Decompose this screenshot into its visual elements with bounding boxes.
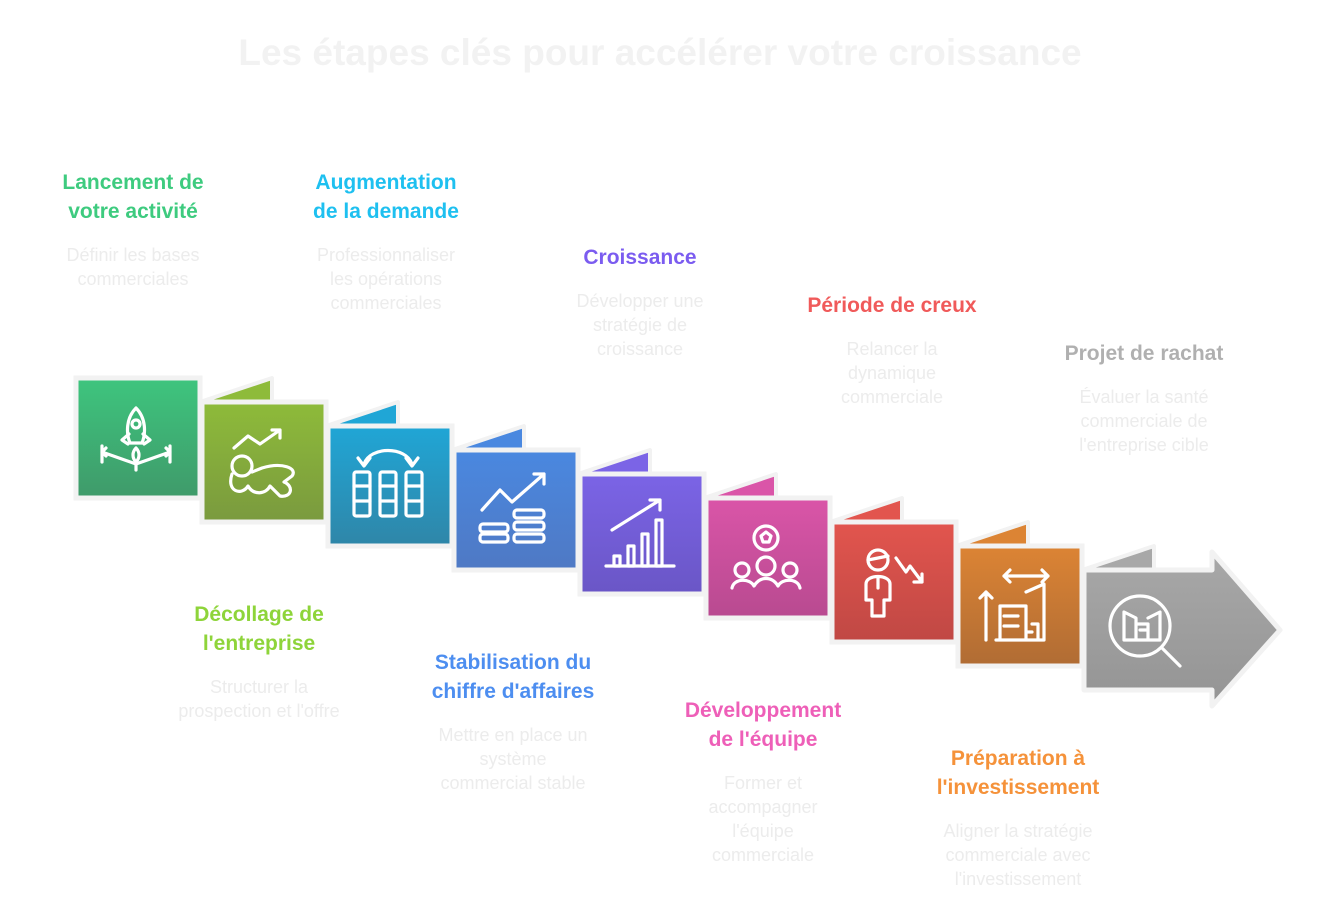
rocket-icon [100, 406, 172, 472]
panel-face [73, 375, 203, 501]
step-panel-3 [325, 423, 526, 549]
step-description: Former et accompagner l'équipe commercia… [708, 773, 818, 865]
final-arrow [1081, 549, 1283, 709]
step-title: Croissance [583, 246, 697, 269]
step-description: Professionnaliser les opérations commerc… [316, 245, 456, 313]
columns-transfer-icon [352, 449, 424, 518]
building-search-icon [1108, 594, 1182, 668]
step-description: Développer une stratégie de croissance [576, 291, 704, 359]
panel-face [829, 519, 959, 645]
step-description: Structurer la prospection et l'offre [178, 677, 340, 721]
step-title: Projet de rachat [1064, 342, 1224, 365]
step-title: Lancement de votre activité [62, 171, 204, 223]
step-title: Préparation à l'investissement [936, 747, 1100, 799]
panel-face [325, 423, 455, 549]
step-panel-7 [829, 519, 1030, 645]
step-panel-6 [703, 495, 904, 621]
step-description: Relancer la dynamique commerciale [840, 339, 944, 407]
step-description: Mettre en place un système commercial st… [438, 725, 588, 793]
step-title: Augmentation de la demande [313, 171, 459, 223]
step-description: Évaluer la santé commerciale de l'entrep… [1079, 387, 1209, 455]
step-title: Période de creux [807, 294, 977, 317]
page-title: Les étapes clés pour accélérer votre cro… [238, 32, 1082, 73]
growth-chart-person-icon [229, 428, 295, 498]
step-title: Décollage de l'entreprise [194, 603, 324, 655]
team-icon [730, 524, 802, 590]
panel-face [199, 399, 329, 525]
step-description: Définir les bases commerciales [66, 245, 200, 289]
step-title: Développement de l'équipe [684, 699, 842, 751]
building-expand-icon [978, 568, 1050, 642]
coins-growth-icon [478, 472, 546, 544]
step-description: Aligner la stratégie commerciale avec l'… [943, 821, 1093, 889]
step-panel-9 [1081, 549, 1283, 709]
person-decline-icon [864, 548, 924, 618]
bar-chart-up-icon [604, 498, 676, 568]
step-title: Stabilisation du chiffre d'affaires [431, 651, 595, 703]
